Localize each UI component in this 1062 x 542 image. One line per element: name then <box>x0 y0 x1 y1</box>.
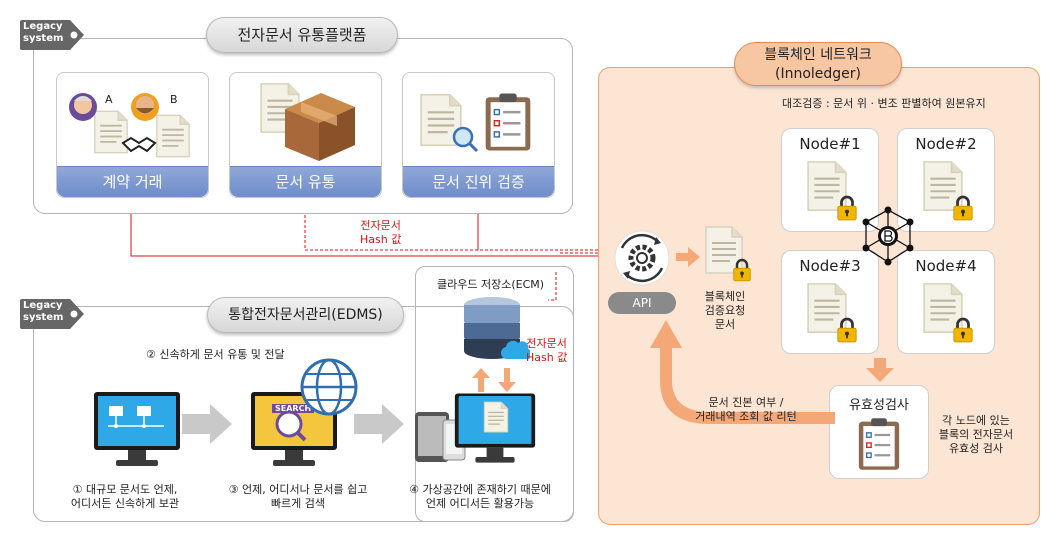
node-4-title: Node#4 <box>915 257 977 275</box>
hash-line-distribution <box>304 195 603 251</box>
blockchain-network-icon <box>862 206 914 266</box>
hash-line-contract <box>130 195 603 257</box>
cloud-panel <box>415 266 574 522</box>
node-2-doc-icon <box>923 160 974 221</box>
validity-check-caption: 각 노드에 있는 블록의 전자문서 유효성 검사 <box>930 414 1022 456</box>
person-a-label: A <box>105 93 113 106</box>
step3-caption: ③ 언제, 어디서나 문서를 쉽고 빠르게 검색 <box>223 483 373 511</box>
check-line2: 블록의 전자문서 <box>938 428 1014 441</box>
legacy-label-line1: Legacy <box>23 21 63 32</box>
step1-line1: ① 대규모 문서도 언제, <box>72 483 178 496</box>
search-text: SEARCH <box>272 404 315 413</box>
request-line3: 문서 <box>714 318 736 331</box>
node-3-title: Node#3 <box>799 257 861 275</box>
legacy-label-line2-b: system <box>23 312 64 323</box>
step3-line2: 빠르게 검색 <box>270 497 326 510</box>
check-line3: 유효성 검사 <box>948 442 1004 455</box>
contract-label: 계약 거래 <box>57 166 208 197</box>
person-b-label: B <box>170 93 178 106</box>
blockchain-title: 블록체인 네트워크 (Innoledger) <box>734 42 902 86</box>
request-doc-caption: 블록체인 검증요청 문서 <box>701 290 749 332</box>
globe-icon <box>300 358 358 416</box>
distribution-card: 문서 유통 <box>229 72 382 198</box>
node-2-title: Node#2 <box>915 135 977 153</box>
top-hash-label: 전자문서 Hash 값 <box>360 219 401 247</box>
blockchain-subtitle: 대조검증 : 문서 위 · 변조 판별하여 원본유지 <box>782 97 986 110</box>
legacy-system-tag-top: Legacy system <box>18 18 86 56</box>
cloud-hash-label: 전자문서 Hash 값 <box>526 337 567 365</box>
node-1-card: Node#1 <box>781 128 879 232</box>
top-hash-line2: Hash 값 <box>360 233 402 246</box>
request-line1: 블록체인 <box>704 290 746 303</box>
platform-title: 전자문서 유통플랫폼 <box>206 17 398 53</box>
api-badge: API <box>608 292 676 314</box>
legacy-label-line2: system <box>23 33 64 44</box>
storage-monitor-icon <box>94 392 180 466</box>
step3-line1: ③ 언제, 어디서나 문서를 쉽고 <box>228 483 368 496</box>
devices-icon <box>415 393 536 463</box>
top-hash-line1: 전자문서 <box>360 219 401 232</box>
flow-arrow-2 <box>354 404 404 444</box>
cloud-hash-line2: Hash 값 <box>526 351 568 364</box>
request-document-icon <box>704 225 752 282</box>
check-line1: 각 노드에 있는 <box>942 414 1010 427</box>
node-1-title: Node#1 <box>799 135 861 153</box>
contract-illustration <box>69 93 191 158</box>
blockchain-title-line2: (Innoledger) <box>774 66 861 82</box>
step4-line2: 언제 어디서든 활용가능 <box>425 497 535 510</box>
step4-line1: ④ 가상공간에 존재하기 때문에 <box>409 483 551 496</box>
blockchain-title-line1: 블록체인 네트워크 <box>764 47 872 63</box>
distribution-label: 문서 유통 <box>230 166 381 197</box>
node-4-card: Node#4 <box>897 250 995 354</box>
step1-line2: 어디서든 신속하게 보관 <box>70 497 180 510</box>
validity-title: 유효성검사 <box>849 398 909 413</box>
node-4-doc-icon <box>923 282 974 343</box>
step1-caption: ① 대규모 문서도 언제, 어디서든 신속하게 보관 <box>55 483 195 511</box>
return-line2: 거래내역 조회 값 리턴 <box>695 410 797 423</box>
api-to-doc-arrow <box>676 247 700 267</box>
api-gear-icon <box>614 230 670 286</box>
node-2-card: Node#2 <box>897 128 995 232</box>
node-3-card: Node#3 <box>781 250 879 354</box>
return-caption: 문서 진본 여부 / 거래내역 조회 값 리턴 <box>676 396 816 424</box>
request-line2: 검증요청 <box>704 304 746 317</box>
box-icon <box>260 82 355 161</box>
legacy-label-line1-b: Legacy <box>23 300 63 311</box>
contract-card: A B 계약 거래 <box>56 72 209 198</box>
sync-arrows-icon <box>472 368 516 392</box>
verify-card: 문서 진위 검증 <box>402 72 555 198</box>
verify-label: 문서 진위 검증 <box>403 166 554 197</box>
validity-card: 유효성검사 <box>829 385 929 479</box>
validity-clipboard-icon <box>857 417 901 471</box>
step2-label: ② 신속하게 문서 유통 및 전달 <box>146 348 285 361</box>
verify-illustration <box>420 92 532 153</box>
nodes-to-validity-arrow <box>866 358 894 382</box>
hash-line-cloud <box>548 272 557 301</box>
cloud-label: 클라우드 저장소(ECM) <box>437 278 545 291</box>
return-line1: 문서 진본 여부 / <box>708 396 784 409</box>
legacy-system-tag-bottom: Legacy system <box>18 297 86 335</box>
return-arrow <box>650 320 835 424</box>
flow-arrow-1 <box>182 404 232 444</box>
database-icon <box>464 297 530 360</box>
node-1-doc-icon <box>807 160 858 221</box>
edms-title: 통합전자문서관리(EDMS) <box>207 297 404 333</box>
cloud-hash-line1: 전자문서 <box>526 337 567 350</box>
step4-caption: ④ 가상공간에 존재하기 때문에 언제 어디서든 활용가능 <box>400 483 560 511</box>
